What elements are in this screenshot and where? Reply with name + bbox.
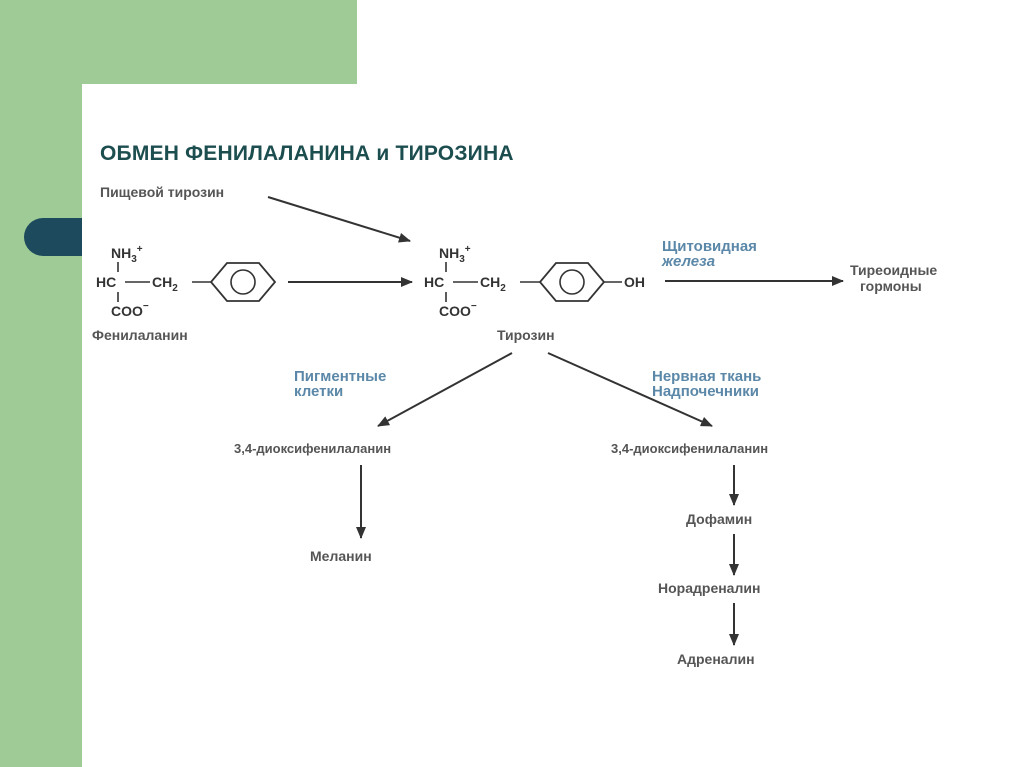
- top-green-block: [0, 0, 357, 84]
- left-green-band: [0, 0, 82, 767]
- nerve-label-line2: Надпочечники: [652, 383, 759, 400]
- tyrosine-label: Тирозин: [497, 327, 555, 343]
- thyroid-hormones-line1: Тиреоидные: [850, 262, 937, 278]
- phenylalanine-structure: NH3+ HC CH2 COO−: [96, 244, 277, 319]
- phe-coo: COO−: [111, 301, 149, 319]
- melanin-label: Меланин: [310, 548, 372, 564]
- tyrosine-structure: NH3+ HC CH2 OH COO−: [424, 244, 645, 319]
- adrenaline-label: Адреналин: [677, 651, 755, 667]
- phe-nh3: NH3+: [111, 244, 143, 265]
- phe-ch2: CH2: [152, 274, 178, 294]
- tyr-benzene-ring: [538, 262, 606, 302]
- tyr-ch2: CH2: [480, 274, 506, 294]
- phenylalanine-label: Фенилаланин: [92, 327, 188, 343]
- tyr-to-dopa-right-arrow: [547, 352, 713, 427]
- phe-benzene-ring: [209, 262, 277, 302]
- slide-tab-marker: [24, 218, 82, 256]
- dopamine-label: Дофамин: [686, 511, 752, 527]
- thyroid-label-line1: Щитовидная: [662, 238, 757, 255]
- phe-hc: HC: [96, 274, 116, 290]
- dopa-right-label: 3,4-диоксифенилаланин: [611, 441, 768, 456]
- pigment-label-line2: клетки: [294, 383, 343, 400]
- pigment-label-line1: Пигментные: [294, 368, 386, 385]
- nerve-label-line1: Нервная ткань: [652, 368, 761, 385]
- dietary-tyrosine-label: Пищевой тирозин: [100, 184, 224, 200]
- tyr-coo: COO−: [439, 301, 477, 319]
- thyroid-label-line2: железа: [661, 253, 715, 270]
- tyr-nh3: NH3+: [439, 244, 471, 265]
- noradrenaline-label: Норадреналин: [658, 580, 760, 596]
- slide-title: ОБМЕН ФЕНИЛАЛАНИНА и ТИРОЗИНА: [100, 142, 514, 165]
- dopa-left-label: 3,4-диоксифенилаланин: [234, 441, 391, 456]
- tyr-hc: HC: [424, 274, 444, 290]
- tyr-oh: OH: [624, 274, 645, 290]
- thyroid-hormones-line2: гормоны: [860, 278, 922, 294]
- dietary-arrow: [267, 196, 411, 243]
- tyr-to-dopa-left-arrow: [377, 352, 513, 427]
- slide-card: [82, 84, 1024, 767]
